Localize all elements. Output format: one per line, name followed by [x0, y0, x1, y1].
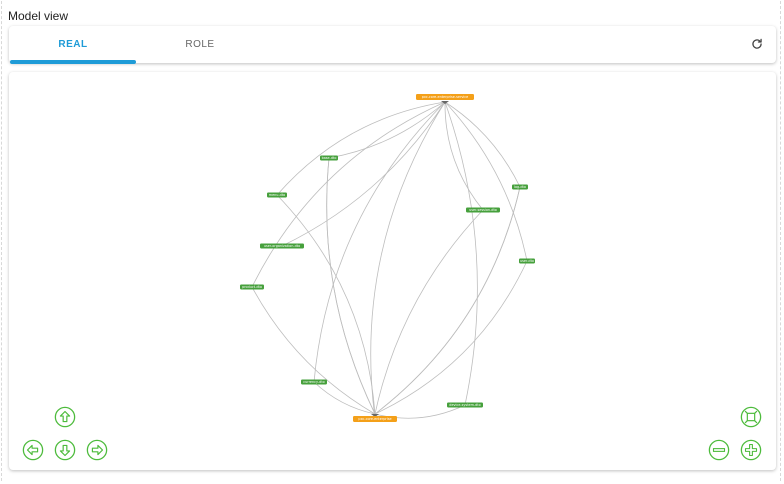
graph-edge: [281, 101, 446, 247]
graph-edge: [328, 101, 446, 159]
refresh-button[interactable]: [748, 35, 766, 53]
dependency-graph[interactable]: pxc-core-enterprise-service pxc-core-ente…: [9, 72, 776, 470]
graph-edge: [374, 186, 521, 415]
graph-node-box: [416, 94, 474, 100]
graph-node-box: [240, 284, 264, 290]
graph-node-label: user-session-dto: [469, 208, 497, 212]
graph-node-label: product-dto: [242, 285, 262, 289]
pan-left-button[interactable]: [22, 439, 44, 461]
graph-edge: [326, 157, 376, 415]
graph-panel: pxc-core-enterprise-service pxc-core-ente…: [9, 72, 776, 470]
graph-edge: [276, 101, 446, 196]
graph-node[interactable]: user-organization-dto: [260, 243, 304, 249]
edge-arrowheads: [371, 414, 379, 417]
graph-edge: [374, 186, 521, 415]
graph-edge: [444, 101, 478, 406]
graph-node-box: [301, 379, 327, 385]
graph-edge: [444, 101, 484, 211]
tab-bar: REAL ROLE: [9, 26, 776, 64]
graph-node[interactable]: base-dto: [320, 155, 338, 161]
arrow-down-icon: [54, 439, 76, 461]
zoom-in-icon: [740, 439, 762, 461]
graph-node-label: user-dto: [520, 259, 534, 263]
graph-edge: [444, 101, 528, 262]
tab-real[interactable]: REAL: [58, 39, 88, 50]
zoom-in-button[interactable]: [740, 439, 762, 461]
graph-node[interactable]: currency-dto: [301, 379, 327, 385]
graph-node[interactable]: menu-dto: [267, 192, 287, 198]
graph-node-box: [320, 155, 338, 161]
fit-view-button[interactable]: [740, 406, 762, 428]
page-title: Model view: [8, 9, 69, 23]
graph-node-box: [260, 243, 304, 249]
graph-node-box: [353, 416, 397, 422]
graph-node-label: log-dto: [514, 185, 526, 189]
zoom-out-button[interactable]: [708, 439, 730, 461]
graph-node-box: [447, 402, 483, 408]
graph-node-label: user-organization-dto: [264, 244, 300, 248]
arrow-up-icon: [54, 406, 76, 428]
graph-node[interactable]: user-dto: [519, 258, 535, 264]
refresh-icon: [752, 38, 762, 49]
graph-edge: [313, 101, 446, 383]
graph-node[interactable]: device-system-dto: [447, 402, 483, 408]
fit-screen-icon: [740, 406, 762, 428]
graph-edge: [374, 209, 484, 415]
graph-edge: [313, 381, 376, 415]
pan-down-button[interactable]: [54, 439, 76, 461]
arrow-right-icon: [86, 439, 108, 461]
pan-right-button[interactable]: [86, 439, 108, 461]
graph-edge: [276, 194, 376, 415]
graph-node-label: menu-dto: [269, 193, 285, 197]
graph-edge: [444, 101, 521, 188]
graph-node-label: device-system-dto: [449, 403, 480, 407]
graph-node[interactable]: pxc-core-enterprise-service: [416, 94, 474, 100]
arrow-left-icon: [22, 439, 44, 461]
graph-edge: [374, 260, 528, 415]
graph-node-box: [519, 258, 535, 264]
graph-node-box: [512, 184, 528, 190]
graph-edge: [370, 101, 446, 420]
graph-edge: [326, 157, 376, 415]
active-tab-indicator: [10, 60, 136, 64]
graph-node-label: base-dto: [322, 156, 337, 160]
graph-edges: [251, 101, 528, 420]
edge-arrowheads: [441, 101, 449, 104]
graph-node-label: currency-dto: [303, 380, 325, 384]
graph-node-box: [466, 207, 500, 213]
graph-node[interactable]: user-session-dto: [466, 207, 500, 213]
zoom-out-icon: [708, 439, 730, 461]
graph-node-label: pxc-core-enterprise: [358, 417, 391, 421]
graph-node[interactable]: product-dto: [240, 284, 264, 290]
graph-node[interactable]: pxc-core-enterprise: [353, 416, 397, 422]
graph-edge: [251, 101, 446, 288]
graph-node-label: pxc-core-enterprise-service: [422, 95, 469, 99]
pan-up-button[interactable]: [54, 406, 76, 428]
graph-node-box: [267, 192, 287, 198]
tab-role[interactable]: ROLE: [185, 39, 215, 50]
graph-node[interactable]: log-dto: [512, 184, 528, 190]
graph-edge: [251, 286, 376, 415]
